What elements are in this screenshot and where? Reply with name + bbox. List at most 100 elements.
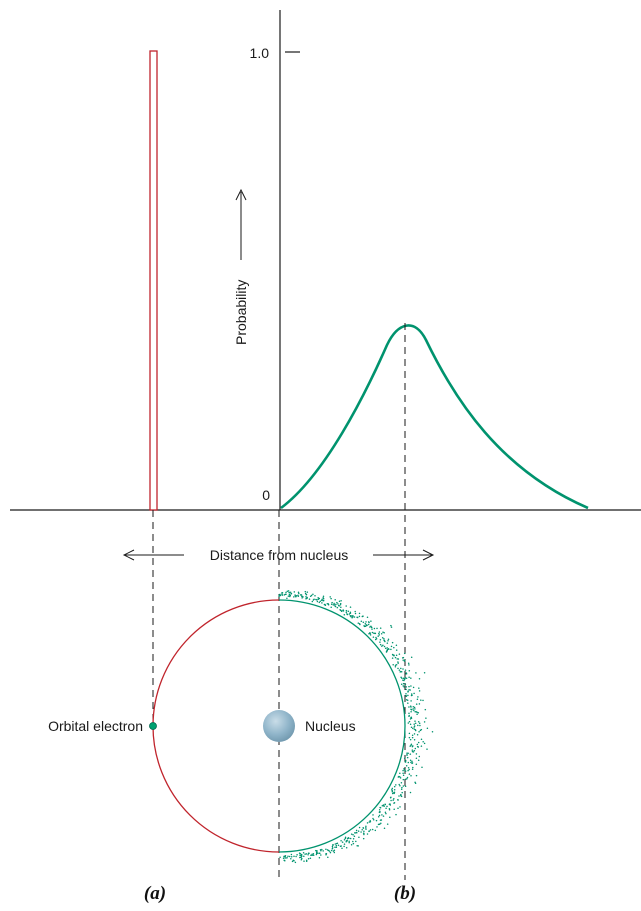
cloud-dot [413, 728, 416, 730]
cloud-dot [291, 860, 294, 863]
cloud-dot [385, 807, 387, 810]
cloud-dot [417, 724, 419, 727]
cloud-dot [402, 685, 404, 687]
cloud-dot [343, 838, 346, 841]
cloud-dot [286, 597, 288, 599]
cloud-dot [322, 596, 324, 599]
cloud-dot [409, 705, 412, 707]
cloud-dot [410, 656, 413, 658]
cloud-dot [417, 759, 420, 761]
orbital-electron-label: Orbital electron [48, 718, 143, 734]
bohr-probability-bar [149, 50, 158, 511]
cloud-dot [394, 656, 397, 659]
cloud-dot [381, 645, 383, 647]
cloud-dot [368, 632, 370, 635]
cloud-dot [329, 596, 331, 598]
cloud-dot [426, 748, 428, 750]
cloud-dot [417, 721, 420, 723]
cloud-dot [415, 774, 418, 777]
cloud-dot [393, 655, 395, 657]
cloud-dot [301, 595, 303, 598]
cloud-dot [358, 612, 361, 615]
cloud-dot [408, 732, 411, 735]
cloud-dot [336, 601, 338, 604]
cloud-dot [324, 604, 327, 607]
cloud-dot [290, 853, 293, 856]
cloud-dot [306, 591, 309, 593]
distance-arrowhead-left [122, 549, 135, 561]
cloud-dot [370, 626, 373, 629]
cloud-dot [290, 855, 293, 858]
y-tick-top: 1.0 [250, 45, 270, 61]
cloud-dot [402, 659, 404, 661]
cloud-dot [406, 776, 409, 779]
cloud-dot [421, 766, 423, 769]
cloud-dot [367, 623, 370, 626]
cloud-dot [286, 590, 289, 592]
cloud-dot [318, 601, 321, 604]
cloud-dot [346, 837, 349, 840]
y-axis-arrowhead [235, 188, 247, 201]
cloud-dot [354, 610, 356, 613]
cloud-dot [410, 693, 413, 695]
cloud-dot [420, 728, 423, 731]
cloud-dot [285, 857, 287, 859]
cloud-dot [423, 742, 426, 745]
cloud-dot [374, 632, 377, 635]
cloud-dot [340, 845, 342, 847]
cloud-dot [403, 660, 406, 662]
cloud-dot [402, 772, 404, 774]
cloud-dot [283, 594, 286, 596]
cloud-dot [340, 610, 343, 612]
cloud-dot [312, 853, 315, 855]
cloud-dot [376, 826, 378, 828]
cloud-dot [413, 739, 416, 741]
cloud-dot [379, 819, 382, 821]
cloud-dot [399, 806, 401, 808]
cloud-dot [306, 596, 308, 599]
cloud-dot [294, 595, 297, 597]
cloud-dot [304, 590, 307, 593]
cloud-dot [322, 599, 324, 602]
cloud-dot [357, 622, 360, 624]
cloud-dot [334, 605, 336, 607]
cloud-dot [391, 790, 394, 792]
cloud-dot [404, 769, 406, 771]
cloud-dot [336, 842, 339, 845]
cloud-dot [364, 623, 367, 625]
cloud-dot [416, 743, 419, 746]
cloud-dot [420, 699, 422, 701]
cloud-dot [345, 846, 348, 849]
cloud-dot [411, 768, 414, 770]
cloud-dot [375, 819, 378, 822]
cloud-dot [392, 799, 394, 801]
cloud-dot [408, 736, 411, 739]
cloud-dot [390, 648, 392, 651]
cloud-dot [413, 726, 415, 728]
cloud-dot [346, 613, 348, 615]
cloud-dot [418, 703, 421, 705]
cloud-dot [316, 599, 318, 601]
cloud-dot [304, 853, 306, 855]
cloud-dot [366, 822, 369, 824]
cloud-dot [418, 731, 420, 733]
cloud-dot [393, 791, 396, 794]
cloud-dot [343, 613, 346, 616]
cloud-dot [293, 855, 295, 857]
cloud-dot [399, 772, 401, 775]
cloud-dot [400, 670, 403, 673]
cloud-dot [349, 612, 352, 614]
cloud-dot [340, 599, 342, 602]
cloud-dot [325, 852, 327, 855]
cloud-dot [393, 808, 395, 811]
cloud-dot [408, 712, 410, 715]
cloud-dot [400, 676, 402, 678]
cloud-dot [397, 807, 399, 810]
cloud-dot [358, 836, 360, 838]
cloud-dot [329, 851, 332, 854]
nucleus [263, 710, 295, 742]
cloud-dot [339, 609, 342, 612]
cloud-dot [407, 702, 409, 704]
cloud-dot [379, 639, 382, 641]
cloud-dot [335, 603, 337, 606]
